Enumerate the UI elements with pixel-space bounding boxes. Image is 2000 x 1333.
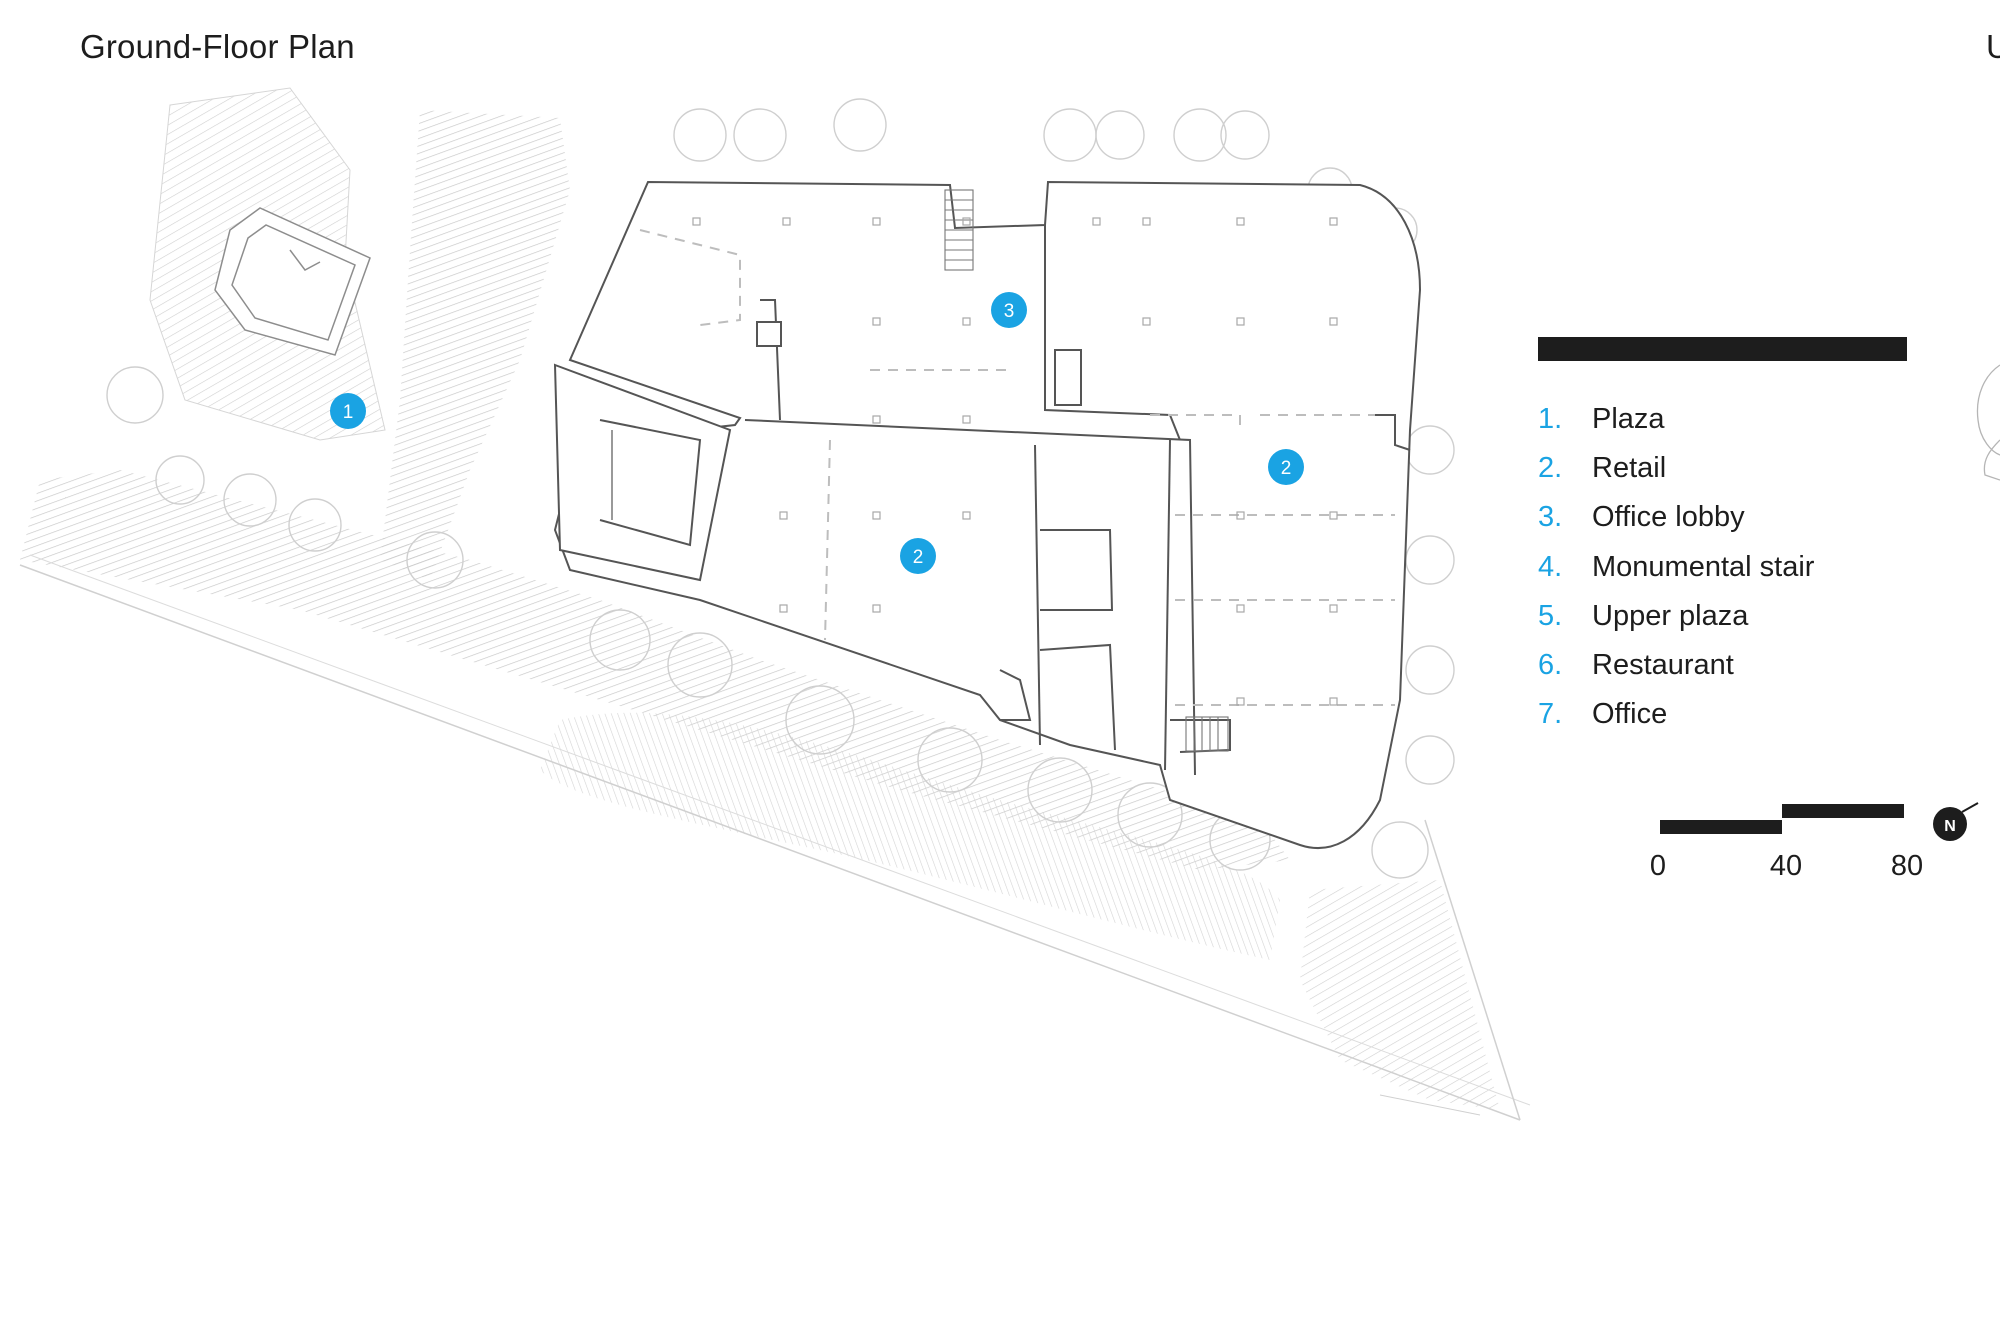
legend-item-number: 4. xyxy=(1538,550,1563,583)
legend-item: 4. Monumental stair xyxy=(1538,551,1814,600)
marker-2-east-dot xyxy=(1268,449,1304,485)
marker-1-dot xyxy=(330,393,366,429)
north-arrow: N xyxy=(1933,802,1979,841)
legend-item-number: 6. xyxy=(1538,648,1563,681)
legend-item-number: 3. xyxy=(1538,501,1563,534)
legend-item-label: Restaurant xyxy=(1592,648,1734,681)
scale-label-0: 0 xyxy=(1649,850,1667,882)
marker-2-east: 2 xyxy=(1268,449,1304,485)
marker-1: 1 xyxy=(330,393,366,429)
legend-item-number: 7. xyxy=(1538,698,1563,731)
north-label: N xyxy=(1944,818,1956,835)
cut-off-title: U xyxy=(1986,28,2000,65)
building-plan xyxy=(553,180,1422,849)
legend-item-number: 1. xyxy=(1538,403,1563,435)
site-landscape xyxy=(19,87,1531,1121)
scale-label-40: 40 xyxy=(1769,850,1803,882)
marker-3-dot xyxy=(991,292,1027,328)
marker-2-east-label: 2 xyxy=(1281,458,1292,479)
marker-2-west-dot xyxy=(900,538,936,574)
legend-item: 7. Office xyxy=(1538,698,1814,747)
legend-header-bar xyxy=(1538,337,1907,361)
legend-item-label: Retail xyxy=(1592,452,1667,485)
scale-label-80: 80 xyxy=(1890,850,1924,882)
marker-2-west-label: 2 xyxy=(913,547,924,568)
legend-item-number: 2. xyxy=(1538,452,1563,485)
legend-item: 3. Office lobby xyxy=(1538,501,1814,550)
plaza-pavilion xyxy=(214,207,371,356)
interior-divisions xyxy=(639,229,1395,706)
legend-item-label: Office xyxy=(1592,698,1668,731)
legend-item-label: Plaza xyxy=(1592,403,1665,435)
legend-item-label: Monumental stair xyxy=(1592,550,1815,583)
page-title: Ground-Floor Plan xyxy=(80,28,355,65)
legend-item-number: 5. xyxy=(1538,599,1563,632)
legend-item: 1. Plaza xyxy=(1538,403,1814,452)
scale-bar-segment-1 xyxy=(1660,820,1782,834)
north-arrow-icon xyxy=(1933,807,1967,841)
marker-1-label: 1 xyxy=(343,402,354,423)
adjacent-plan-fragment xyxy=(1976,364,2000,481)
legend-item: 5. Upper plaza xyxy=(1538,600,1814,649)
marker-3-label: 3 xyxy=(1004,301,1015,322)
legend-item-label: Office lobby xyxy=(1592,501,1745,534)
legend-item-label: Upper plaza xyxy=(1592,599,1749,632)
legend-list: 1. Plaza 2. Retail 3. Office lobby 4. Monume… xyxy=(1538,403,1814,747)
legend-item: 2. Retail xyxy=(1538,452,1814,501)
legend-item: 6. Restaurant xyxy=(1538,649,1814,698)
scale-bar xyxy=(1660,804,1904,834)
marker-3: 3 xyxy=(991,292,1027,328)
scale-bar-segment-2 xyxy=(1782,804,1904,818)
site-trees xyxy=(106,98,1455,879)
marker-2-west: 2 xyxy=(900,538,936,574)
structural-columns xyxy=(692,217,1338,706)
